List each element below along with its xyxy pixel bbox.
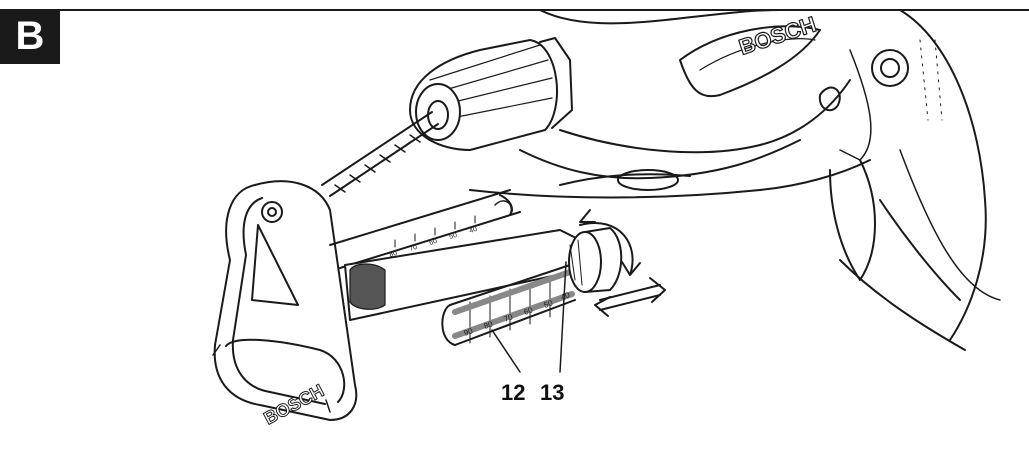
drill-housing [469,9,1001,351]
drill-bit [321,111,439,197]
scale-tick-label: 80 [483,319,495,331]
scale-tick-label: 50 [543,298,555,310]
leader-line-13 [559,261,567,373]
lower-scale-labels: 90 80 70 60 50 40 [463,290,572,338]
slide-arrow [594,277,666,317]
callout-12: 12 [501,380,526,405]
upper-scale-rod [329,189,521,269]
figure-label: B [0,9,60,64]
telescopic-rod [344,229,581,346]
upper-scale-labels: 80 70 60 50 40 [388,226,478,259]
callout-13: 13 [540,380,565,405]
scale-tick-label: 80 [388,250,398,259]
scale-tick-label: 60 [523,305,535,317]
dust-guard-foot [212,180,358,421]
scale-tick-label: 70 [408,244,418,253]
scale-tick-label: 40 [468,226,478,235]
scale-tick-label: 40 [560,290,572,302]
scale-tick-label: 50 [448,232,458,241]
scale-tick-label: 60 [428,238,438,247]
adjusting-sleeve [568,227,623,293]
scale-tick-label: 70 [503,312,515,324]
leader-line-12 [491,329,521,373]
scale-tick-label: 90 [463,326,475,338]
chuck [409,37,573,151]
header-rule [0,9,1029,11]
rotation-arrow [579,209,641,276]
brand-logo-housing: BOSCH [736,11,819,59]
